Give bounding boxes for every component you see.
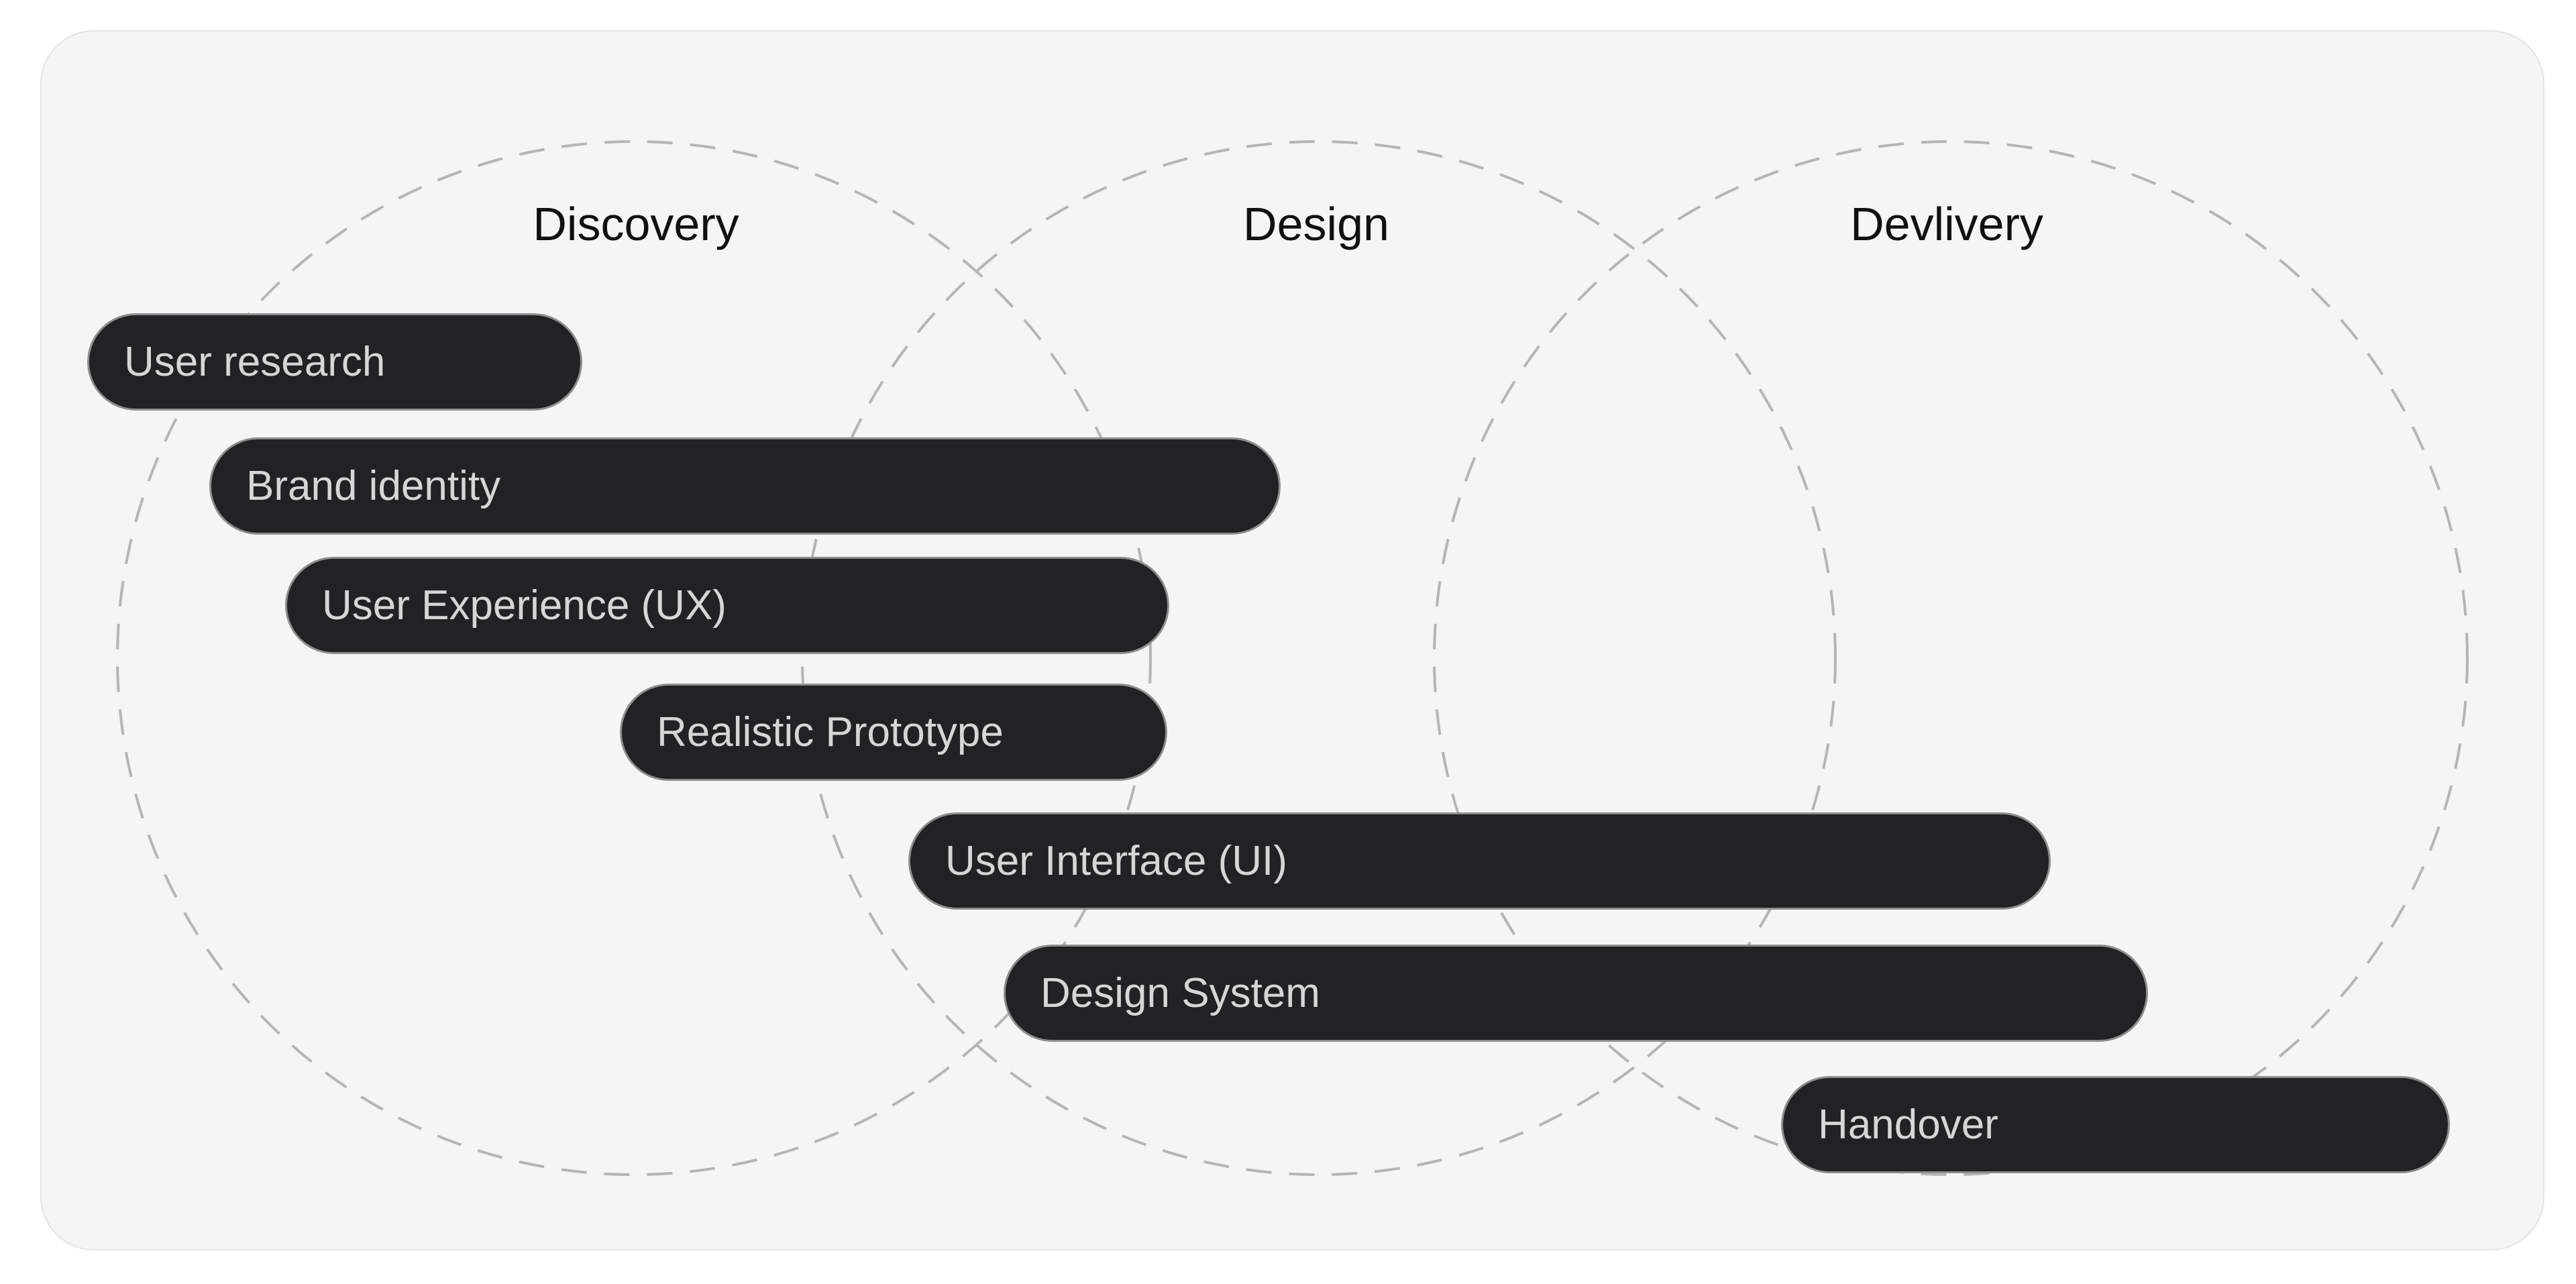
phase-label-design: Design — [1243, 198, 1389, 250]
task-pill-handover: Handover — [1781, 1076, 2450, 1173]
phase-label-delivery: Devlivery — [1850, 198, 2043, 250]
task-pill-brand-identity: Brand identity — [209, 437, 1281, 535]
diagram-card: Discovery Design Devlivery User research… — [40, 30, 2544, 1250]
task-pill-user-experience: User Experience (UX) — [285, 557, 1169, 654]
task-pill-label: Brand identity — [246, 463, 501, 509]
task-pill-realistic-prototype: Realistic Prototype — [620, 684, 1167, 781]
task-pill-user-research: User research — [87, 313, 582, 411]
design-circle — [801, 140, 1837, 1176]
task-pill-user-interface: User Interface (UI) — [908, 812, 2051, 910]
venn-circles — [116, 140, 2469, 1176]
discovery-circle — [116, 140, 1152, 1176]
task-pill-label: User Interface (UI) — [945, 838, 1287, 884]
task-pill-label: User research — [124, 339, 386, 385]
delivery-circle — [1433, 140, 2469, 1176]
task-pill-label: Handover — [1818, 1102, 1998, 1148]
task-pill-label: Realistic Prototype — [657, 709, 1004, 755]
phase-label-discovery: Discovery — [533, 198, 739, 250]
task-pill-label: User Experience (UX) — [322, 582, 727, 629]
task-pill-design-system: Design System — [1004, 945, 2148, 1042]
task-pill-label: Design System — [1040, 970, 1320, 1016]
